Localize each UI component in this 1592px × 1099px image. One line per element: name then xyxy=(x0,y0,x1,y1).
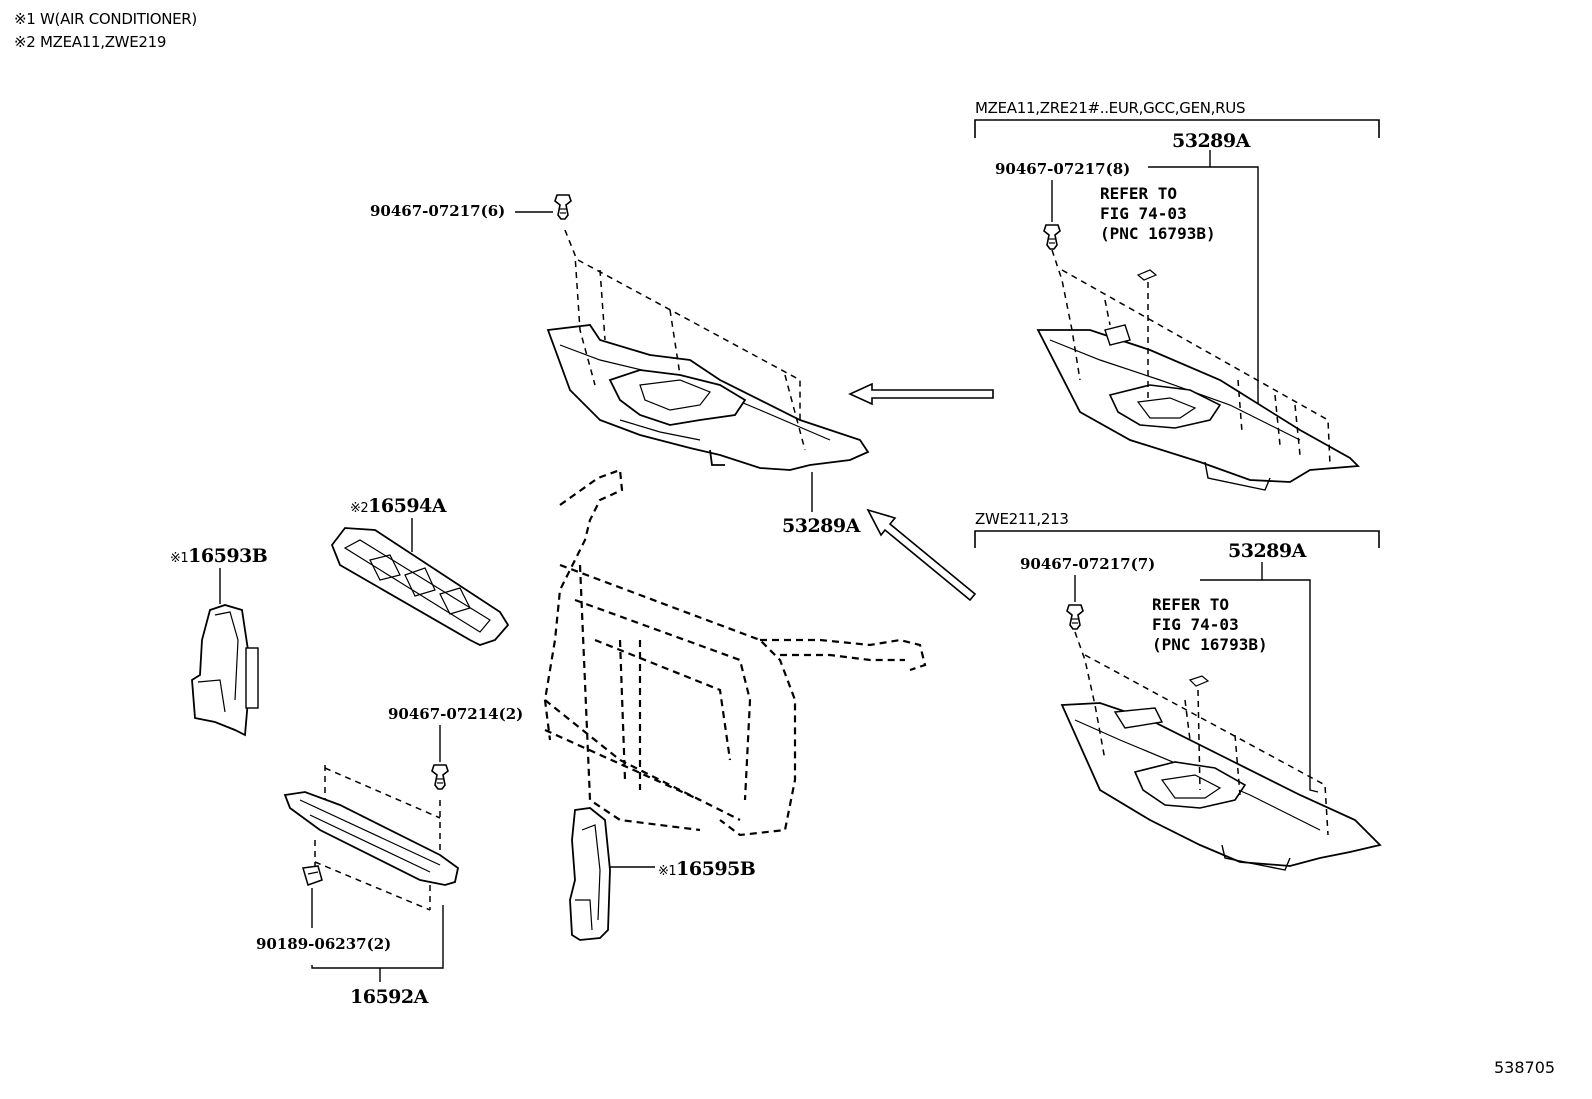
seal-16594a-graphic xyxy=(330,518,510,646)
group-top-right-part: 53289A xyxy=(1172,130,1250,152)
label-lower-fastener: 90189-06237(2) xyxy=(256,935,392,953)
group-top-right-condition: MZEA11,ZRE21#..EUR,GCC,GEN,RUS xyxy=(975,99,1246,117)
label-16595b-mark: ※1 xyxy=(658,864,677,879)
note-1-mark: ※1 xyxy=(14,10,36,28)
label-main-clip: 90467-07217(6) xyxy=(370,202,506,220)
figure-number: 538705 xyxy=(1494,1058,1556,1077)
label-16594a: ※216594A xyxy=(350,495,447,517)
refer-line-3: (PNC 16793B) xyxy=(1100,224,1216,243)
note-2-text: MZEA11,ZWE219 xyxy=(39,33,167,51)
group-bottom-right-graphics xyxy=(974,530,1382,871)
label-16594a-mark: ※2 xyxy=(350,501,369,516)
label-16593b-mark: ※1 xyxy=(170,551,189,566)
note-2: ※2 MZEA11,ZWE219 xyxy=(14,33,166,51)
refer-line-3: (PNC 16793B) xyxy=(1152,635,1268,654)
seal-16592a-graphic xyxy=(283,725,460,982)
refer-line-2: FIG 74-03 xyxy=(1100,204,1187,223)
refer-line-1: REFER TO xyxy=(1152,595,1230,614)
label-16592a: 16592A xyxy=(350,986,428,1008)
refer-line-1: REFER TO xyxy=(1100,184,1178,203)
direction-arrow-icon xyxy=(848,382,994,602)
group-bottom-right-condition: ZWE211,213 xyxy=(975,510,1069,528)
label-16593b-text: 16593B xyxy=(188,545,268,567)
push-clip-icon xyxy=(554,194,572,220)
label-main-part: 53289A xyxy=(782,515,860,537)
note-1-text: W(AIR CONDITIONER) xyxy=(39,10,197,28)
note-1: ※1 W(AIR CONDITIONER) xyxy=(14,10,197,28)
upper-radiator-seal xyxy=(546,324,870,471)
label-16593b: ※116593B xyxy=(170,545,268,567)
seal-16593b-graphic xyxy=(191,568,259,737)
radiator-support-outline xyxy=(543,468,927,837)
label-16595b-text: 16595B xyxy=(676,858,756,880)
label-lower-clip: 90467-07214(2) xyxy=(388,705,524,723)
note-2-mark: ※2 xyxy=(14,33,36,51)
group-top-right-graphics xyxy=(974,119,1380,491)
seal-16595b-graphic xyxy=(569,807,655,941)
refer-line-2: FIG 74-03 xyxy=(1152,615,1239,634)
group-bottom-right-clip: 90467-07217(7) xyxy=(1020,555,1156,573)
group-top-right-clip: 90467-07217(8) xyxy=(995,160,1131,178)
upper-seal-clip-dashes xyxy=(564,229,806,451)
group-bottom-right-part: 53289A xyxy=(1228,540,1306,562)
label-16594a-text: 16594A xyxy=(368,495,447,517)
label-16595b: ※116595B xyxy=(658,858,756,880)
